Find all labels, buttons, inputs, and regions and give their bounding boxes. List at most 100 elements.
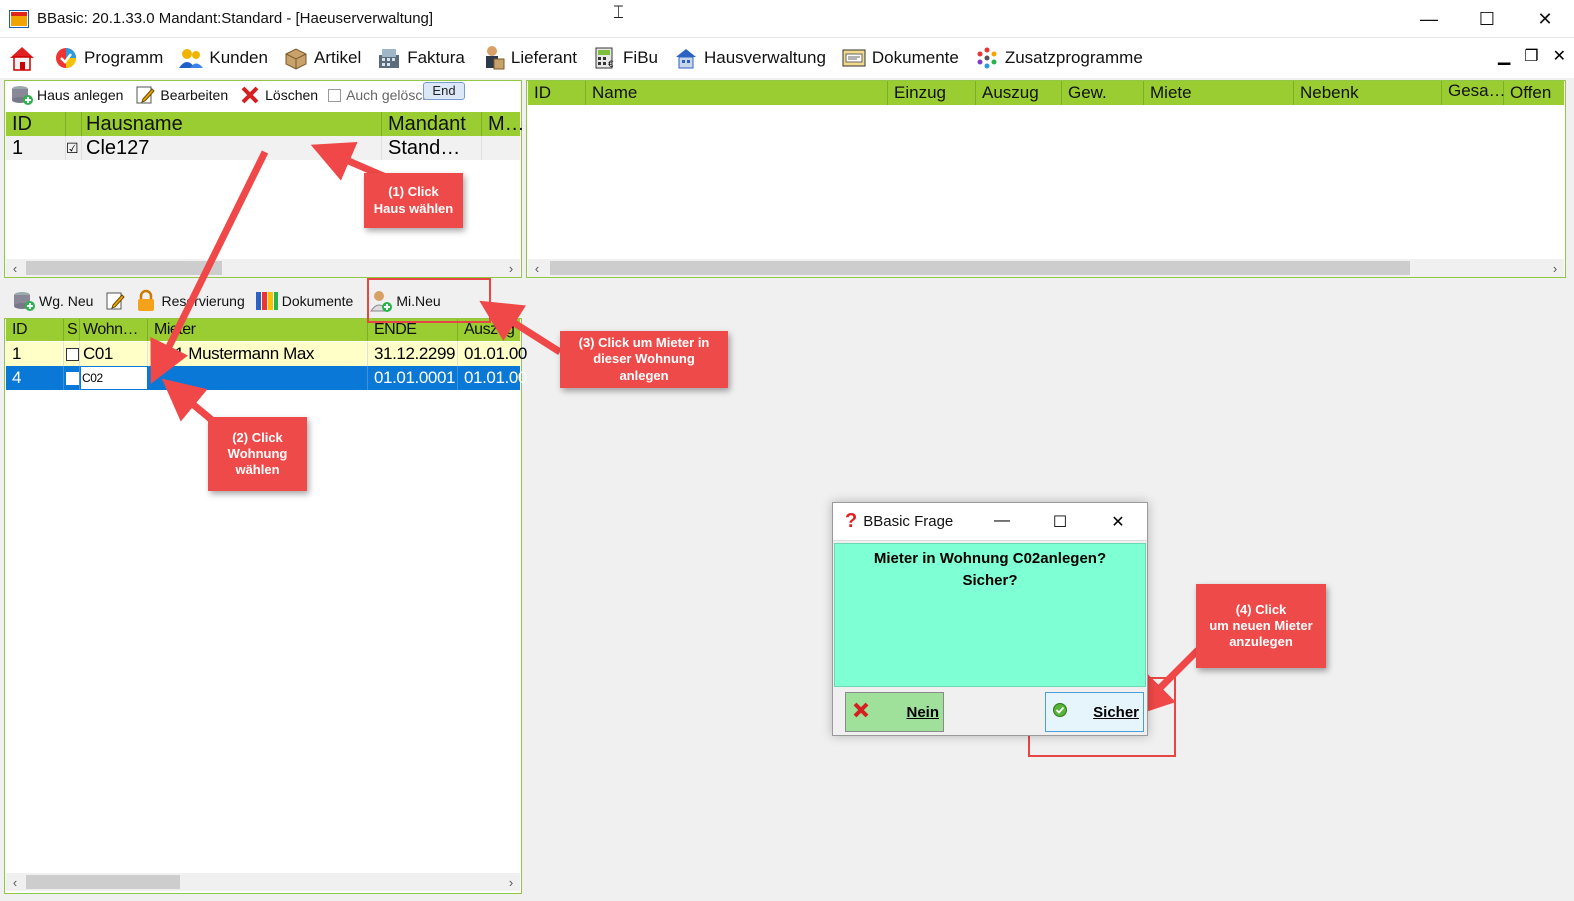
scroll-right-icon[interactable]: › [1552,260,1558,276]
cell-s[interactable] [64,342,80,366]
dialog-title: BBasic Frage [863,513,954,530]
sicher-label: Sicher [1093,703,1139,721]
col-header-ende[interactable]: ENDE [368,319,458,341]
haus-anlegen-button[interactable]: Haus anlegen [10,84,123,106]
col-header-mandant[interactable]: Mandant [382,112,482,136]
col-header-id[interactable]: ID [6,319,64,341]
wohnung-horizontal-scrollbar[interactable]: ‹ › [6,873,520,891]
wg-neu-label: Wg. Neu [39,293,94,309]
mieter-horizontal-scrollbar[interactable]: ‹ › [528,259,1564,277]
col-header-gesamt[interactable]: Gesa… [1442,81,1506,105]
dialog-close-button[interactable]: ✕ [1111,513,1125,531]
mdi-restore-button[interactable]: ❐ [1524,48,1539,65]
col-header-auszug[interactable]: Auszug [976,81,1062,105]
maximize-button[interactable]: ☐ [1478,8,1496,29]
menu-artikel[interactable]: Artikel [282,44,361,72]
mieter-neu-label: Mi.Neu [396,293,441,309]
col-header-id[interactable]: ID [6,112,66,136]
callout-haus-waehlen: (1) Click Haus wählen [364,173,463,228]
mieter-grid-header: ID Name Einzug Auszug Gew. Miete Nebenk … [528,81,1564,105]
cell-id: 1 [6,342,64,366]
cell-wohnung-editor[interactable]: C02 [80,366,148,390]
scroll-left-icon[interactable]: ‹ [12,260,18,276]
reservierung-button[interactable]: Reservierung [134,289,245,312]
scroll-right-icon[interactable]: › [508,874,514,890]
checkbox-box [328,88,342,102]
col-header-s[interactable]: S [64,319,80,341]
scroll-thumb[interactable] [26,261,222,275]
dialog-maximize-button[interactable]: ☐ [1052,513,1068,531]
scroll-thumb[interactable] [550,261,1410,275]
col-header-check[interactable] [66,112,82,136]
wohnung-panel [4,318,522,894]
artikel-icon [282,44,310,72]
menu-dokumente[interactable]: Dokumente [840,44,959,72]
cell-mandant: Stand… [382,136,482,160]
end-button[interactable]: End [423,82,465,100]
cell-s[interactable] [64,366,80,390]
col-header-gew[interactable]: Gew. [1062,81,1144,105]
fibu-icon: € [591,44,619,72]
menu-lieferant[interactable]: Lieferant [479,44,577,72]
dialog-minimize-button[interactable]: — [994,511,1010,529]
col-header-id[interactable]: ID [528,81,586,105]
cell-ende: 01.01.0001 [368,366,458,390]
callout-wohnung-waehlen: (2) Click Wohnung wählen [208,417,307,491]
table-row[interactable]: 1 ☑ Cle127 Stand… [6,136,520,160]
col-header-einzug[interactable]: Einzug [888,81,976,105]
loeschen-label: Löschen [265,87,319,103]
menu-label: Hausverwaltung [704,48,826,67]
dokumente-icon [840,44,868,72]
wg-neu-button[interactable]: Wg. Neu [12,290,93,312]
scroll-left-icon[interactable]: ‹ [534,260,540,276]
mdi-close-button[interactable]: ✕ [1552,48,1566,65]
sicher-button[interactable]: Sicher [1045,692,1144,732]
menu-label: Faktura [407,48,465,67]
col-header-miete[interactable]: Miete [1144,81,1294,105]
home-button[interactable] [8,44,40,72]
menu-fibu[interactable]: € FiBu [591,44,658,72]
reservierung-label: Reservierung [161,293,245,309]
haus-horizontal-scrollbar[interactable]: ‹ › [6,259,520,277]
menu-kunden[interactable]: Kunden [177,44,268,72]
dialog-message-line2: Sicher? [962,572,1018,589]
auch-geloescht-label: Auch gelöscht [346,87,435,103]
col-header-offen[interactable]: Offen [1510,83,1552,102]
col-header-wohnung[interactable]: Wohn… [80,319,148,341]
menu-bar: Programm Kunden Artikel Faktura Lieferan… [0,38,1574,78]
mieter-neu-button[interactable]: Mi.Neu [369,290,441,312]
cell-mieter: C01 Mustermann Max [148,342,368,366]
table-row-selected[interactable]: 4 C02 01.01.0001 01.01.00 [6,366,527,390]
menu-hausverwaltung[interactable]: Hausverwaltung [672,44,826,72]
minimize-button[interactable]: — [1420,8,1438,29]
auch-geloescht-checkbox[interactable]: Auch gelöscht [328,87,434,103]
scroll-thumb[interactable] [26,875,180,889]
col-header-hausname[interactable]: Hausname [82,112,382,136]
faktura-icon [375,44,403,72]
row-checkbox[interactable] [66,371,79,385]
scroll-right-icon[interactable]: › [508,260,514,276]
col-header-name[interactable]: Name [586,81,888,105]
menu-zusatzprogramme[interactable]: Zusatzprogramme [973,44,1143,72]
wohnung-dokumente-button[interactable]: Dokumente [255,290,353,312]
text-cursor-icon: ⌶ [613,2,624,22]
delete-x-icon [238,84,262,106]
col-header-mieter[interactable]: Mieter [148,319,368,341]
nein-button[interactable]: Nein [845,692,944,732]
menu-programm[interactable]: Programm [52,44,163,72]
loeschen-button[interactable]: Löschen [238,84,318,106]
scroll-left-icon[interactable]: ‹ [12,874,18,890]
binders-icon [255,290,279,312]
close-button[interactable]: ✕ [1537,8,1553,29]
cell-checkbox[interactable]: ☑ [66,136,82,160]
callout-mieter-anlegen: (3) Click um Mieter in dieser Wohnung an… [560,331,728,388]
row-checkbox[interactable] [66,347,79,361]
table-row[interactable]: 1 C01 C01 Mustermann Max 31.12.2299 01.0… [6,342,527,366]
col-header-nebenk[interactable]: Nebenk [1294,81,1442,105]
mdi-minimize-button[interactable]: ▁ [1497,48,1511,65]
wohnung-bearbeiten-button[interactable] [103,290,130,312]
cell-mieter [148,366,368,390]
bearbeiten-button[interactable]: Bearbeiten [133,84,228,106]
menu-faktura[interactable]: Faktura [375,44,465,72]
col-header-m[interactable]: M… [488,112,525,135]
